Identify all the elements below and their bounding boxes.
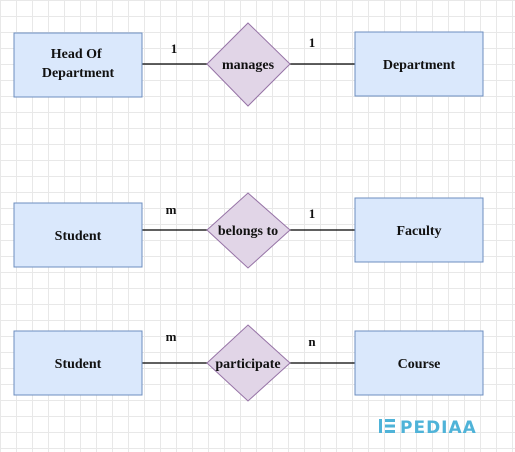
cardinality-left: m: [166, 329, 177, 344]
entity-label: Head Of Department: [42, 47, 115, 81]
row-3: Student participate Course m n: [13, 324, 484, 402]
entity-label: Student: [55, 357, 102, 372]
logo-text: PEDIAA: [400, 418, 477, 438]
cardinality-right: n: [308, 334, 316, 349]
entity-head-of-department[interactable]: Head Of Department: [13, 32, 143, 98]
relationship-label: participate: [215, 357, 280, 372]
entity-label: Faculty: [396, 224, 441, 239]
relationship-label: manages: [222, 58, 275, 73]
entity-faculty[interactable]: Faculty: [354, 197, 484, 263]
entity-label: Student: [55, 229, 102, 244]
relationship-label: belongs to: [218, 224, 278, 239]
row-2: Student belongs to Faculty m 1: [13, 192, 484, 269]
entity-label: Department: [383, 58, 456, 73]
relationship-participate[interactable]: participate: [206, 324, 291, 402]
pediaa-logo: PEDIAA: [379, 418, 477, 438]
cardinality-left: m: [166, 202, 177, 217]
entity-course[interactable]: Course: [354, 330, 484, 396]
entity-student[interactable]: Student: [13, 202, 143, 268]
relationship-belongs-to[interactable]: belongs to: [206, 192, 291, 269]
entity-label: Course: [398, 357, 441, 372]
entity-department[interactable]: Department: [354, 31, 484, 97]
cardinality-right: 1: [309, 35, 316, 50]
entity-student[interactable]: Student: [13, 330, 143, 396]
row-1: Head Of Department manages Department 1 …: [13, 22, 484, 107]
logo-icon: [379, 419, 395, 433]
cardinality-right: 1: [309, 206, 316, 221]
relationship-manages[interactable]: manages: [206, 22, 291, 107]
cardinality-left: 1: [171, 41, 178, 56]
